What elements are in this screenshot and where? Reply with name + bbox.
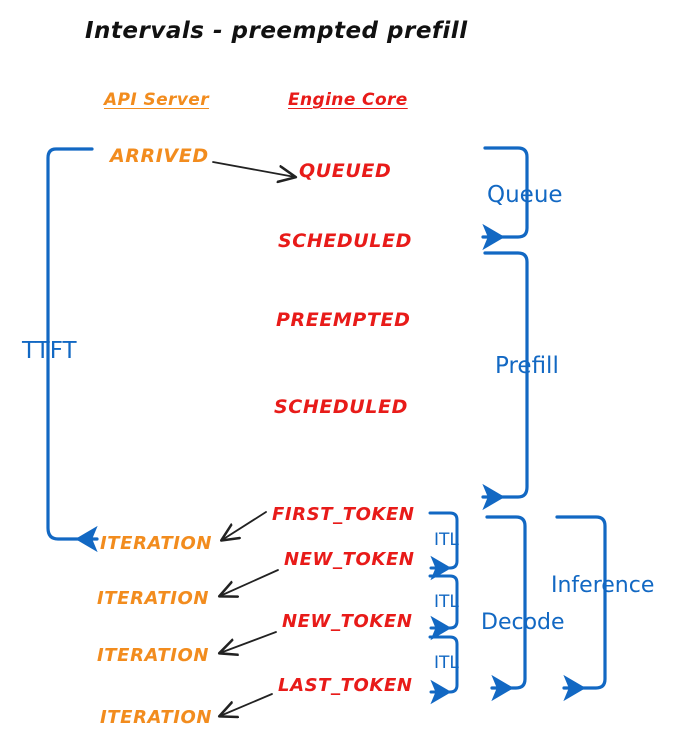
event-iteration-1: ITERATION [100,533,213,554]
diagram-title: Intervals - preempted prefill [85,18,468,44]
interval-label-decode: Decode [481,610,565,635]
event-arrived: ARRIVED [110,145,209,167]
column-header-engine-core: Engine Core [288,90,408,110]
event-new-token-2: NEW_TOKEN [282,611,413,632]
event-new-token-1: NEW_TOKEN [284,549,415,570]
event-iteration-2: ITERATION [97,588,210,609]
event-queued: QUEUED [299,160,392,182]
event-scheduled-1: SCHEDULED [278,230,412,252]
interval-label-ttft: TTFT [22,338,77,364]
event-scheduled-2: SCHEDULED [274,396,408,418]
interval-label-itl-1: ITL [434,530,459,550]
arrow-arrived-to-queued [212,161,295,177]
event-iteration-3: ITERATION [97,645,210,666]
interval-label-inference: Inference [551,573,655,598]
column-header-api-server: API Server [104,90,210,110]
interval-label-itl-3: ITL [434,653,459,673]
bracket-inference [555,515,607,702]
event-preempted: PREEMPTED [276,309,411,331]
event-last-token: LAST_TOKEN [278,675,413,696]
arrow-last-token-to-iteration [220,693,273,716]
arrow-first-token-to-iteration [222,511,267,540]
event-first-token: FIRST_TOKEN [272,504,415,525]
arrow-new-token-2-to-iteration [220,631,277,653]
bracket-decode [485,515,527,702]
event-iteration-4: ITERATION [100,707,213,728]
interval-label-queue: Queue [487,182,563,208]
interval-label-itl-2: ITL [434,592,459,612]
interval-label-prefill: Prefill [495,353,559,379]
arrow-new-token-1-to-iteration [220,569,279,596]
